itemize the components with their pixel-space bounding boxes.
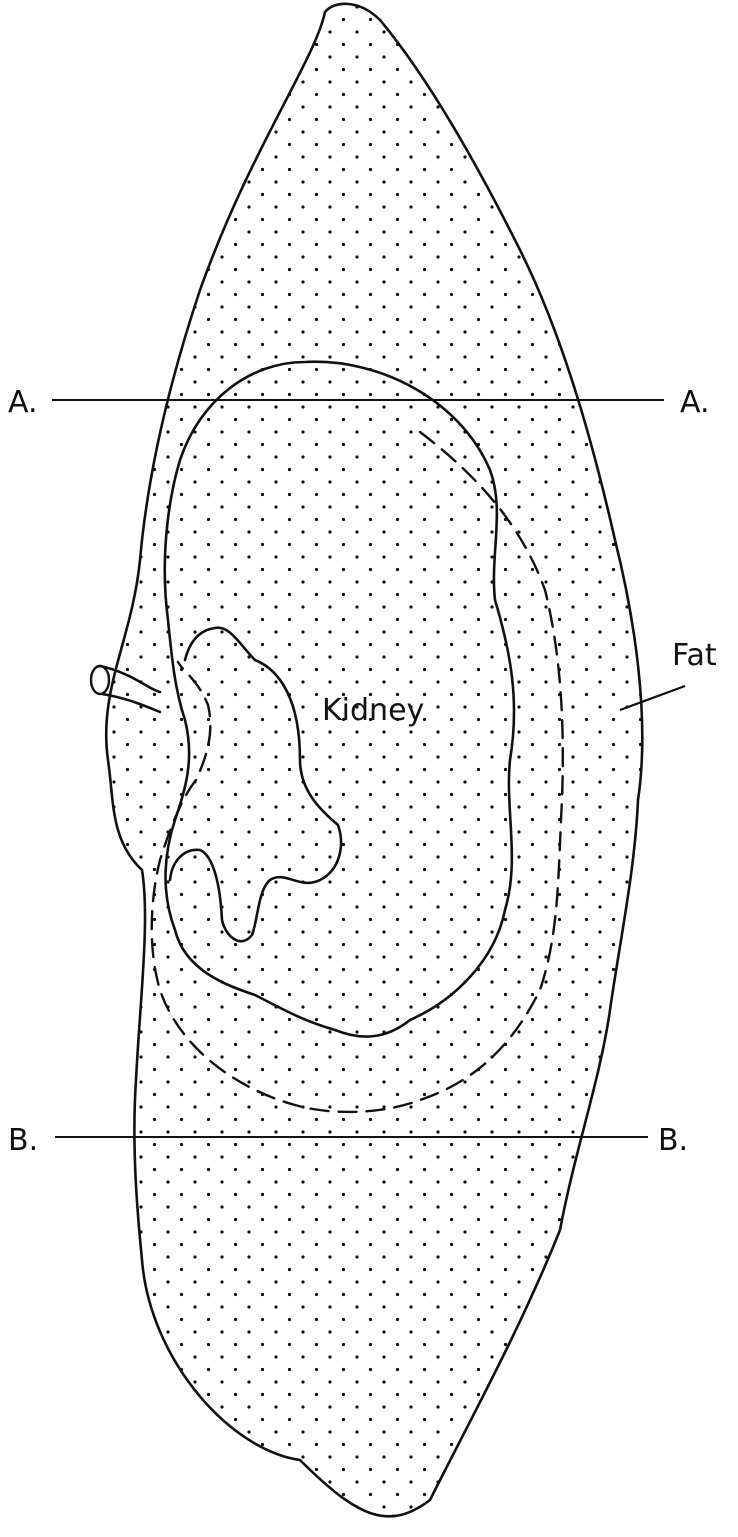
section-label-a-right: A. xyxy=(680,385,710,420)
section-label-b-left: B. xyxy=(8,1123,38,1158)
fat-label: Fat xyxy=(672,638,717,673)
section-label-a-left: A. xyxy=(8,385,38,420)
section-label-b-right: B. xyxy=(658,1123,688,1158)
kidney-label: Kidney xyxy=(322,693,424,728)
